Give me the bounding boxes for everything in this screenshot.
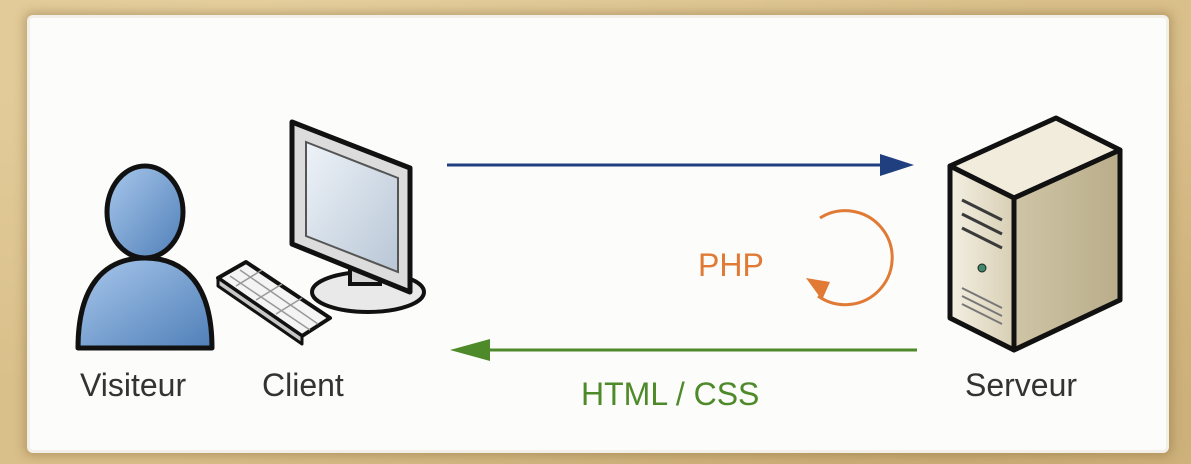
server-label: Serveur [965, 367, 1078, 403]
php-label: PHP [698, 247, 764, 283]
person-icon [75, 163, 215, 351]
server-tower-icon [947, 115, 1123, 353]
client-label: Client [262, 367, 344, 403]
refresh-loop-icon [806, 209, 894, 307]
visitor-label: Visiteur [80, 367, 187, 403]
keyboard-icon [216, 260, 332, 346]
response-arrow [450, 339, 917, 361]
request-arrow [447, 154, 914, 176]
response-label: HTML / CSS [581, 376, 760, 412]
monitor-icon [289, 119, 426, 314]
